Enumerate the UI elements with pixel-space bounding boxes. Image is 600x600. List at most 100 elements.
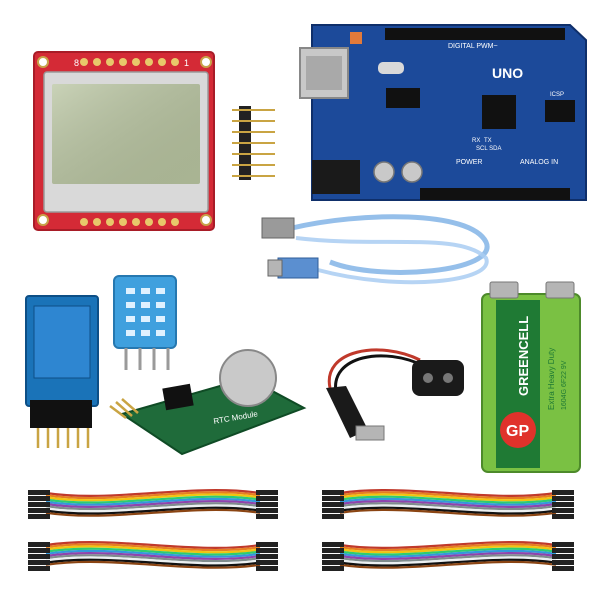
jumper-connector bbox=[28, 490, 50, 495]
jumper-wire bbox=[45, 497, 261, 506]
jumper-wire bbox=[45, 556, 261, 565]
jumper-wire bbox=[339, 543, 557, 552]
rtc-module: RTC Module bbox=[109, 349, 307, 456]
pin-header bbox=[232, 106, 275, 180]
jumper-wire-set-bottom-left bbox=[28, 541, 278, 571]
gp-logo bbox=[500, 412, 536, 448]
jumper-connector bbox=[322, 548, 344, 553]
jumper-wire bbox=[45, 545, 261, 554]
jumper-wire bbox=[45, 554, 261, 563]
jumper-connector bbox=[552, 560, 574, 565]
jumper-connector bbox=[256, 502, 278, 507]
jumper-connector bbox=[322, 502, 344, 507]
jumper-connector bbox=[28, 554, 50, 559]
jumper-connector bbox=[552, 566, 574, 571]
lcd-pin-label-left: 8 bbox=[74, 58, 79, 68]
jumper-wire bbox=[45, 558, 261, 567]
jumper-connector bbox=[322, 560, 344, 565]
jumper-wire bbox=[339, 491, 557, 500]
jumper-connector bbox=[552, 554, 574, 559]
jumper-connector bbox=[28, 508, 50, 513]
uno-rx-label: RX bbox=[472, 138, 480, 144]
uno-scl-sda-label: SCL SDA bbox=[476, 146, 501, 152]
lcd-module: 8 1 bbox=[33, 51, 215, 231]
jumper-wire bbox=[339, 545, 557, 554]
jumper-connector bbox=[256, 496, 278, 501]
jumper-connector bbox=[28, 496, 50, 501]
jumper-wire bbox=[45, 502, 261, 511]
jumper-connector bbox=[552, 502, 574, 507]
jumper-wire bbox=[45, 491, 261, 500]
jumper-wire bbox=[45, 489, 261, 497]
uno-digital-label: DIGITAL PWM~ bbox=[448, 43, 498, 50]
jumper-wire bbox=[45, 541, 261, 549]
jumper-connector bbox=[28, 566, 50, 571]
jumper-connector bbox=[322, 496, 344, 501]
lcd-pin-label-right: 1 bbox=[184, 58, 189, 68]
jumper-connector bbox=[256, 554, 278, 559]
battery-9v: GP GREENCELL Extra Heavy Duty 1604G 6F22… bbox=[481, 281, 581, 473]
jumper-wire bbox=[339, 506, 557, 515]
jumper-wire bbox=[45, 500, 261, 508]
battery-line1: Extra Heavy Duty bbox=[547, 348, 556, 410]
reset-button bbox=[350, 32, 362, 44]
jumper-connector bbox=[28, 502, 50, 507]
jumper-wire bbox=[45, 547, 261, 556]
battery-brand: GP bbox=[506, 423, 529, 440]
lcd-bottom-pins bbox=[80, 218, 179, 226]
jumper-wire bbox=[339, 558, 557, 567]
jumper-connector bbox=[28, 548, 50, 553]
jumper-wire bbox=[339, 504, 557, 513]
jumper-connector bbox=[256, 542, 278, 547]
jumper-wire-set-top-left bbox=[28, 489, 278, 519]
jumper-connector bbox=[552, 514, 574, 519]
jumper-connector bbox=[28, 560, 50, 565]
jumper-connector bbox=[322, 542, 344, 547]
jumper-wire bbox=[45, 549, 261, 558]
jumper-connector bbox=[322, 566, 344, 571]
jumper-wire bbox=[45, 560, 261, 569]
jumper-connector bbox=[256, 566, 278, 571]
jumper-wire bbox=[339, 560, 557, 569]
jumper-connector bbox=[256, 548, 278, 553]
jumper-wire bbox=[339, 554, 557, 563]
jumper-wire bbox=[339, 547, 557, 556]
jumper-wire bbox=[339, 549, 557, 558]
jumper-connector bbox=[322, 554, 344, 559]
uno-tx-label: TX bbox=[484, 138, 492, 144]
jumper-wire bbox=[339, 497, 557, 506]
jumper-wire bbox=[339, 500, 557, 508]
coin-cell bbox=[219, 349, 277, 407]
jumper-connector bbox=[256, 508, 278, 513]
uno-name: UNO bbox=[492, 65, 523, 81]
dc-jack bbox=[312, 160, 360, 194]
jumper-wire bbox=[45, 495, 261, 504]
jumper-wire bbox=[45, 504, 261, 513]
jumper-connector bbox=[256, 514, 278, 519]
jumper-connector bbox=[322, 514, 344, 519]
jumper-connector bbox=[256, 490, 278, 495]
jumper-connector bbox=[552, 508, 574, 513]
uno-icsp-label: ICSP bbox=[550, 92, 564, 98]
jumper-wire bbox=[339, 495, 557, 504]
atmega-chip bbox=[482, 95, 516, 129]
jumper-connector bbox=[552, 490, 574, 495]
jumper-wire bbox=[339, 502, 557, 511]
jumper-wire bbox=[339, 552, 557, 560]
jumper-wire bbox=[45, 508, 261, 517]
battery-snap-connector bbox=[326, 348, 464, 441]
jumper-wire-set-top-right bbox=[322, 489, 574, 519]
jumper-connector bbox=[28, 542, 50, 547]
jumper-connector bbox=[552, 496, 574, 501]
jumper-wire bbox=[339, 489, 557, 497]
bluetooth-module bbox=[25, 295, 99, 448]
arduino-uno-board: UNO DIGITAL PWM~ POWER ANALOG IN ICSP TX… bbox=[299, 24, 587, 201]
battery-line2: 1604G 6F22 9V bbox=[561, 360, 568, 410]
uno-power-label: POWER bbox=[456, 159, 482, 166]
jumper-wire bbox=[45, 543, 261, 552]
jumper-wire-set-bottom-right bbox=[322, 541, 574, 571]
jumper-connector bbox=[322, 508, 344, 513]
lcd-top-pins bbox=[80, 58, 179, 66]
jumper-connector bbox=[552, 542, 574, 547]
